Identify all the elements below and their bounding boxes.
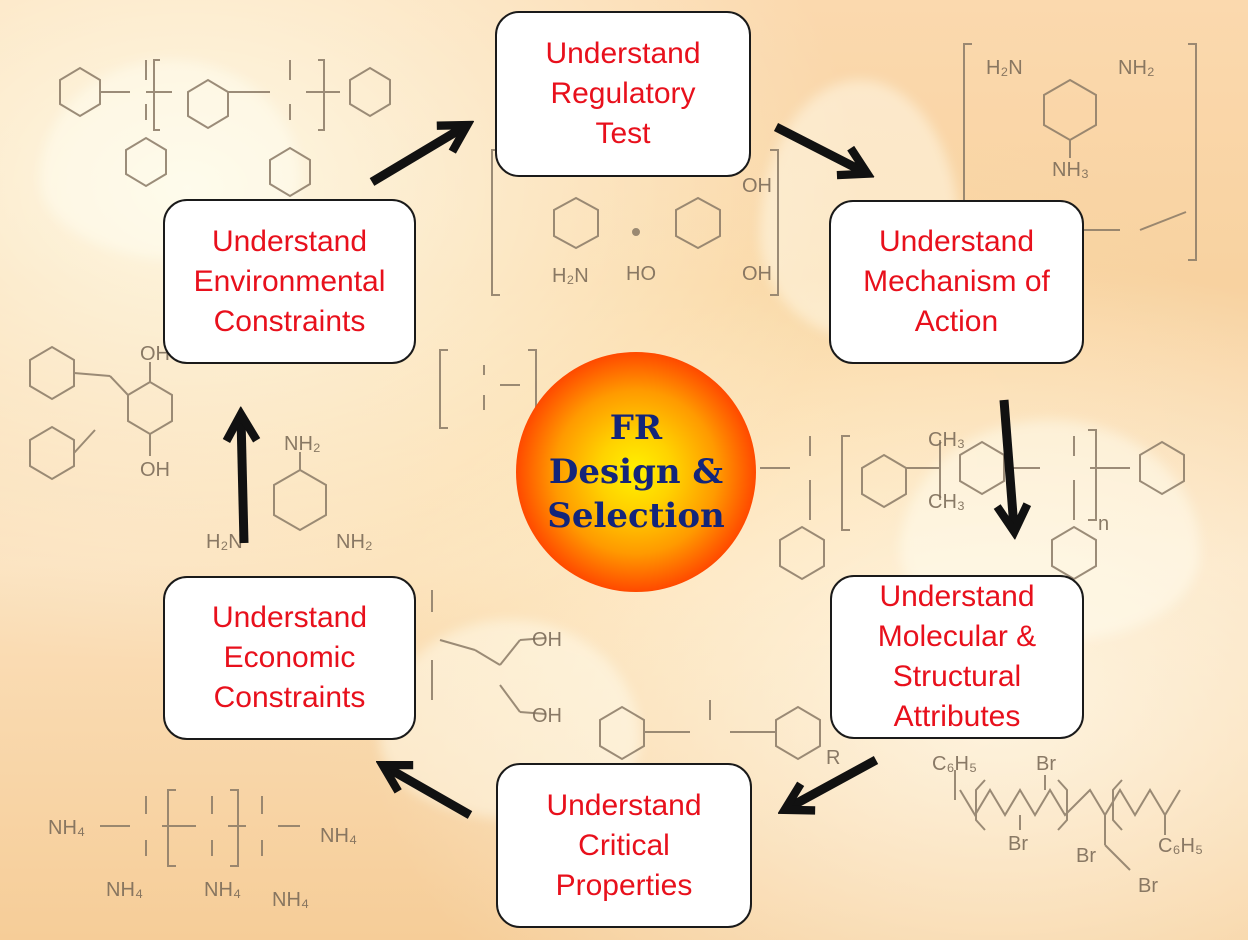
structure-label: NH₄: [204, 879, 241, 901]
benzene-ring: [29, 345, 75, 401]
step-molecular-structural-attributes: Understand Molecular & Structural Attrib…: [830, 575, 1084, 739]
benzene-ring: [861, 453, 907, 509]
arrow-critical-to-economic: [386, 767, 473, 819]
structure-label: OH: [532, 629, 562, 651]
structure-label: OH: [140, 459, 170, 481]
arrow-regulatory-to-mechanism: [773, 122, 864, 172]
benzene-ring: [187, 78, 229, 130]
center-fr-design-selection: FR Design & Selection: [516, 352, 756, 592]
structure-label: CH₃: [928, 491, 965, 513]
structure-label: C₆H₅: [1158, 835, 1203, 857]
structure-label: C₆H₅: [932, 753, 977, 775]
structure-label: OH: [742, 175, 772, 197]
structure-label: NH₂: [284, 433, 321, 455]
arrow-mechanism-to-molecular: [1004, 399, 1014, 528]
structure-label: NH₄: [272, 889, 309, 911]
structure-label: H₂N: [552, 265, 589, 287]
structure-label: NH₂: [336, 531, 373, 553]
structure-label: NH₂: [1118, 57, 1155, 79]
structure-label: OH: [742, 263, 772, 285]
structure-label: CH₃: [928, 429, 965, 451]
structure-label: H₂N: [986, 57, 1023, 79]
triazine-ring: [273, 468, 327, 532]
benzene-ring: [959, 440, 1005, 496]
arrow-environmental-to-regulatory: [369, 127, 464, 186]
step-mechanism-of-action: Understand Mechanism of Action: [829, 200, 1084, 364]
triazine-ring: [675, 196, 721, 250]
structure-label: NH₃: [1052, 159, 1089, 181]
structure-label: Br: [1076, 845, 1096, 867]
benzene-ring: [125, 136, 167, 188]
benzene-ring: [59, 66, 101, 118]
structure-label: Br: [1008, 833, 1028, 855]
step-economic-constraints: Understand Economic Constraints: [163, 576, 416, 740]
structure-label: Br: [1036, 753, 1056, 775]
benzene-ring: [779, 525, 825, 581]
benzene-ring: [775, 705, 821, 761]
benzene-ring: [599, 705, 645, 761]
structure-label: OH: [140, 343, 170, 365]
structure-label: Br: [1138, 875, 1158, 897]
benzene-ring: [269, 146, 311, 198]
step-regulatory-test: Understand Regulatory Test: [495, 11, 751, 177]
structure-label: n: [1098, 513, 1109, 535]
benzene-ring: [349, 66, 391, 118]
step-environmental-constraints: Understand Environmental Constraints: [163, 199, 416, 364]
structure-label: R: [826, 747, 840, 769]
structure-label: NH₄: [106, 879, 143, 901]
structure-label: NH₄: [48, 817, 85, 839]
step-critical-properties: Understand Critical Properties: [496, 763, 752, 928]
structure-label: HO: [626, 263, 656, 285]
arrow-molecular-to-critical: [788, 756, 879, 808]
arrow-economic-to-environmental: [241, 418, 244, 544]
benzene-ring: [1051, 525, 1097, 581]
structure-label: OH: [532, 705, 562, 727]
benzene-ring: [1139, 440, 1185, 496]
structure-label: NH₄: [320, 825, 357, 847]
triazine-ring: [553, 196, 599, 250]
structure-label: H₂N: [206, 531, 243, 553]
benzene-ring: [29, 425, 75, 481]
